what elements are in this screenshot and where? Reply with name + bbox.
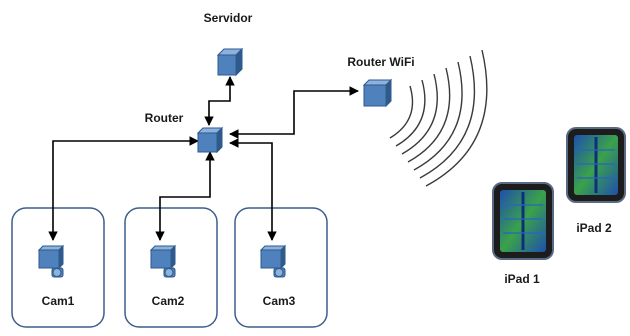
link-server-router bbox=[204, 76, 235, 126]
camera-icon bbox=[259, 244, 287, 278]
tablet-icon bbox=[566, 127, 626, 203]
router-cube-icon bbox=[196, 126, 224, 154]
link-router-cam3 bbox=[229, 138, 277, 241]
camera-icon bbox=[149, 244, 177, 278]
server-label: Servidor bbox=[204, 11, 253, 25]
ipad2-label: iPad 2 bbox=[576, 221, 612, 235]
cam2-label: Cam2 bbox=[152, 294, 185, 308]
cam3-label: Cam3 bbox=[263, 294, 296, 308]
wifi-router-cube-icon bbox=[362, 78, 393, 108]
link-router-cam1 bbox=[48, 136, 199, 241]
router-label: Router bbox=[145, 111, 184, 125]
link-router-wifi bbox=[229, 86, 359, 139]
router-wifi-label: Router WiFi bbox=[347, 55, 414, 69]
wifi-waves-icon bbox=[389, 49, 488, 187]
cam3-box bbox=[234, 207, 328, 328]
connections bbox=[48, 76, 359, 241]
link-router-cam2 bbox=[155, 151, 215, 241]
server-cube-icon bbox=[216, 47, 244, 77]
tablet-icon bbox=[492, 182, 554, 260]
ipad1-label: iPad 1 bbox=[504, 272, 540, 286]
cam1-label: Cam1 bbox=[42, 294, 75, 308]
camera-icon bbox=[37, 244, 65, 278]
